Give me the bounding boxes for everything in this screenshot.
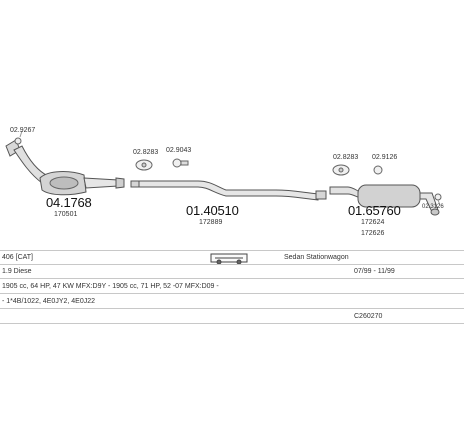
clamp-code: 02.8283 bbox=[333, 154, 359, 161]
catalyst-part bbox=[5, 139, 125, 196]
part-number: 01.40510 bbox=[186, 203, 239, 218]
hanger-code: 02.9126 bbox=[372, 154, 398, 161]
gasket-code: 02.9267 bbox=[10, 127, 36, 134]
gasket-icon bbox=[14, 130, 23, 145]
clamp-icon bbox=[135, 159, 153, 171]
hanger-icon bbox=[172, 158, 189, 168]
vehicle-model: 406 [CAT] bbox=[2, 254, 33, 261]
reference-code: C260270 bbox=[354, 313, 383, 320]
hanger-code: 02.9043 bbox=[166, 147, 192, 154]
table-divider bbox=[0, 264, 464, 265]
table-divider bbox=[0, 250, 464, 251]
clamp-code: 02.8283 bbox=[133, 149, 159, 156]
table-divider bbox=[0, 278, 464, 279]
table-divider bbox=[0, 308, 464, 309]
hanger-icon bbox=[434, 193, 442, 206]
part-sub-number: 172626 bbox=[361, 230, 385, 237]
part-sub-number: 170501 bbox=[54, 211, 78, 218]
table-divider bbox=[0, 293, 464, 294]
part-sub-number: 172889 bbox=[199, 219, 223, 226]
middle-pipe-part bbox=[130, 180, 327, 201]
hanger-code: 02.3126 bbox=[422, 204, 444, 210]
part-number: 01.65760 bbox=[348, 203, 401, 218]
rubber-hanger-icon bbox=[373, 165, 383, 175]
part-number: 04.1768 bbox=[46, 195, 92, 210]
engine-codes: - 1*4B/1022, 4E0JY2, 4E0J22 bbox=[2, 298, 96, 305]
production-years: 07/99 - 11/99 bbox=[354, 268, 395, 275]
engine-type: 1.9 Diese bbox=[2, 268, 32, 275]
clamp-icon bbox=[332, 164, 350, 176]
part-sub-number: 172624 bbox=[361, 219, 385, 226]
body-type: Sedan Stationwagon bbox=[284, 254, 349, 261]
car-icon bbox=[210, 253, 248, 265]
table-divider bbox=[0, 323, 464, 324]
rear-silencer-part bbox=[329, 184, 440, 216]
engine-details: 1905 cc, 64 HP, 47 KW MFX:D9Y - 1905 cc,… bbox=[2, 283, 219, 290]
